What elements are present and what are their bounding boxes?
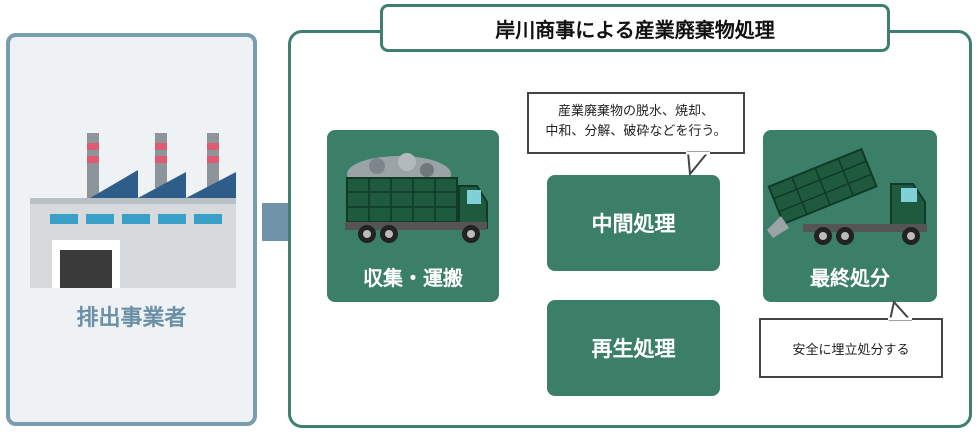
collection-label: 収集・運搬 bbox=[363, 266, 463, 290]
intermediate-note-line1: 産業廃棄物の脱水、焼却、 bbox=[557, 104, 714, 119]
tipping-truck-icon bbox=[767, 147, 927, 245]
intermediate-treatment-step: 中間処理 bbox=[547, 175, 720, 271]
diagram-title: 岸川商事による産業廃棄物処理 bbox=[380, 4, 890, 52]
recycling-step: 再生処理 bbox=[547, 300, 720, 396]
dump-truck-icon bbox=[345, 153, 488, 243]
factory-icon bbox=[30, 133, 236, 288]
final-note-callout: 安全に埋立処分する bbox=[759, 318, 943, 378]
final-callout-tail bbox=[888, 300, 913, 321]
intermediate-note-line2: 中和、分解、破砕などを行う。 bbox=[545, 124, 727, 139]
intermediate-callout-tail bbox=[686, 151, 711, 177]
intermediate-note-callout: 産業廃棄物の脱水、焼却、 中和、分解、破砕などを行う。 bbox=[527, 92, 745, 154]
final-disposal-label: 最終処分 bbox=[810, 266, 890, 290]
waste-generator-label: 排出事業者 bbox=[76, 306, 187, 331]
